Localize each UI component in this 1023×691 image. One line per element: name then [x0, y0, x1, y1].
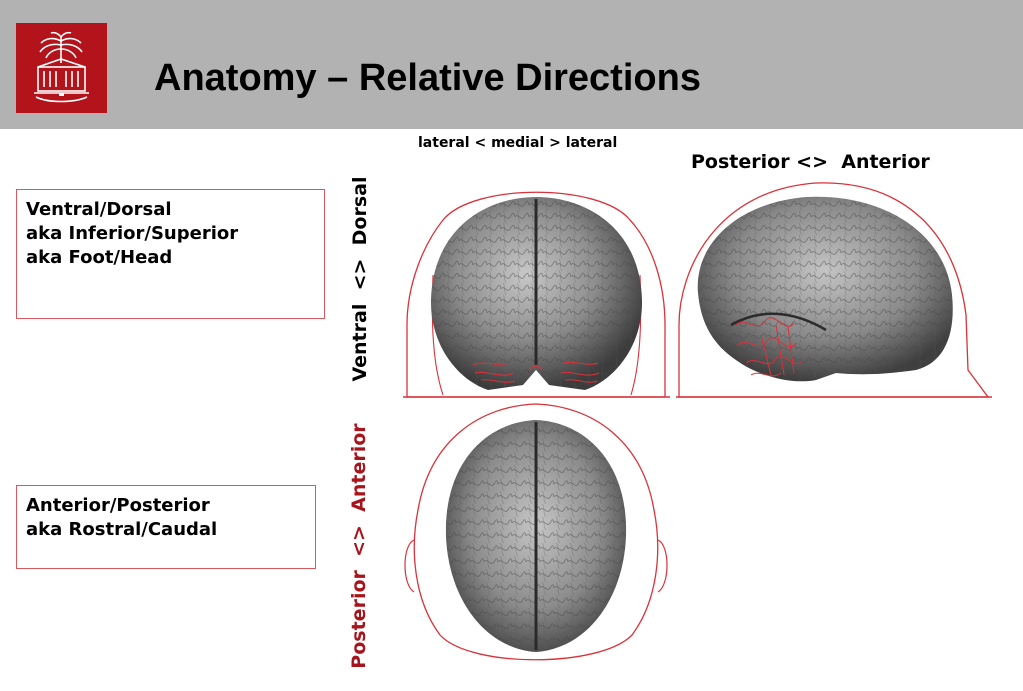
brain-sagittal-image — [676, 175, 992, 400]
box-line: Ventral/Dorsal — [26, 199, 172, 220]
ventral-dorsal-vertical-label: Ventral <> Dorsal — [349, 176, 371, 382]
posterior-anterior-label: Posterior <> Anterior — [691, 151, 930, 173]
slide-title: Anatomy – Relative Directions — [154, 57, 701, 99]
box-line: aka Inferior/Superior — [26, 223, 239, 244]
posterior-anterior-vertical-label: Posterior <> Anterior — [348, 423, 370, 669]
university-logo — [16, 23, 107, 113]
ventral-dorsal-box: Ventral/Dorsal aka Inferior/Superior aka… — [16, 189, 325, 319]
slide-header: Anatomy – Relative Directions — [0, 0, 1023, 129]
box-line: aka Rostral/Caudal — [26, 519, 218, 540]
box-line: Anterior/Posterior — [26, 495, 210, 516]
box-line: aka Foot/Head — [26, 247, 173, 268]
brain-coronal-image — [403, 175, 670, 400]
palmetto-seal-icon — [16, 23, 107, 113]
lateral-medial-label: lateral < medial > lateral — [418, 135, 618, 151]
brain-axial-image — [400, 400, 672, 675]
anterior-posterior-box: Anterior/Posterior aka Rostral/Caudal — [16, 485, 316, 569]
